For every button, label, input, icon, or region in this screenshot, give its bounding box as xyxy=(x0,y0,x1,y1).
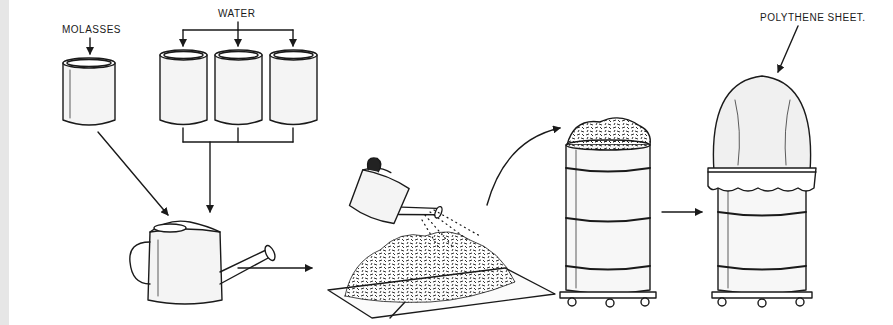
leader-arrow xyxy=(778,26,798,72)
part-label: MOLASSES xyxy=(62,24,121,36)
flow-arrow xyxy=(238,267,312,268)
part-label: POLYTHENE SHEET. xyxy=(760,12,866,24)
flow-arrow xyxy=(662,211,702,212)
leader-arrow xyxy=(89,38,90,54)
merge-lines xyxy=(183,128,293,212)
watering-can xyxy=(130,221,277,304)
pouring-can xyxy=(347,155,451,241)
flow-arrow xyxy=(487,128,560,205)
water-cans xyxy=(160,50,317,125)
mixture-pile xyxy=(345,232,515,303)
leader-line xyxy=(390,302,405,318)
molasses-can xyxy=(63,58,115,125)
page-edge xyxy=(0,0,9,325)
part-label: WATER xyxy=(218,8,256,20)
flow-arrow xyxy=(98,132,168,215)
filled-drum xyxy=(560,118,656,307)
water-bracket xyxy=(183,22,293,46)
spray xyxy=(422,210,480,250)
covered-drum xyxy=(708,76,816,307)
